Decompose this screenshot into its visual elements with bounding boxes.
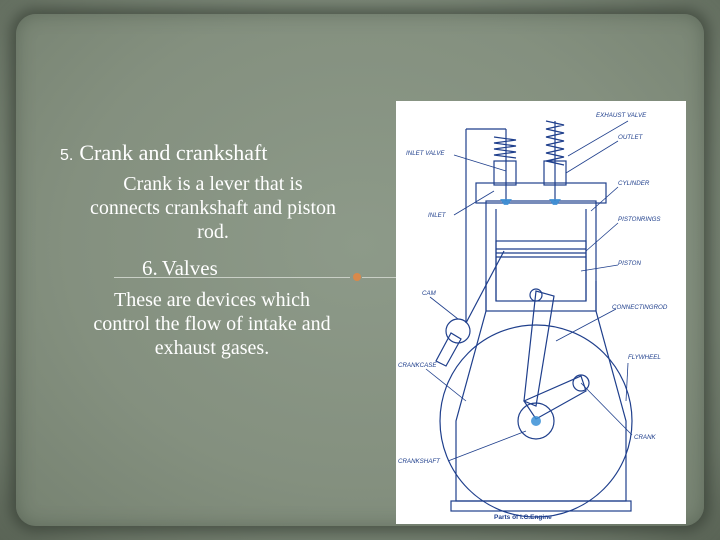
- inlet-valve-head: [500, 199, 512, 205]
- label-cam: CAM: [422, 290, 437, 297]
- label-crank: CRANK: [634, 434, 657, 441]
- flywheel-circle: [439, 324, 633, 518]
- label-connecting-rod: CONNECTINGROD: [612, 304, 668, 311]
- item-5-title: Crank and crankshaft: [79, 140, 268, 165]
- engine-diagram: EXHAUST VALVE OUTLET INLET VALVE CYLINDE…: [396, 101, 686, 524]
- item-5-number: 5.: [60, 147, 74, 164]
- diagram-caption: Parts of I.C.Engine: [494, 514, 552, 521]
- cylinder-head: [475, 182, 607, 204]
- piston-outline: [495, 240, 587, 302]
- item-5-description: Crank is a lever that is connects cranks…: [89, 173, 337, 243]
- item-6-title: Valves: [161, 256, 218, 280]
- item-6-description: These are devices which control the flow…: [93, 289, 331, 359]
- label-outlet: OUTLET: [618, 134, 644, 141]
- crank-arm: [523, 375, 587, 420]
- label-inlet-valve: INLET VALVE: [406, 150, 445, 157]
- inlet-spring: [493, 136, 517, 159]
- divider-line: [114, 277, 350, 278]
- crankshaft-circle: [517, 402, 555, 440]
- connecting-rod: [523, 290, 555, 407]
- item-5-heading: 5. Crank and crankshaft: [60, 140, 268, 166]
- label-crankcase: CRANKCASE: [398, 362, 437, 369]
- divider-dot: [353, 273, 361, 281]
- label-flywheel: FLYWHEEL: [628, 354, 661, 361]
- label-piston: PISTON: [618, 260, 641, 267]
- inlet-port: [493, 160, 517, 186]
- cylinder-outline: [485, 200, 597, 312]
- divider-line-right: [362, 277, 398, 278]
- label-exhaust-valve: EXHAUST VALVE: [596, 112, 647, 119]
- label-crankshaft: CRANKSHAFT: [398, 458, 441, 465]
- item-6-heading: 6.Valves: [142, 256, 218, 281]
- crankcase-outline: [455, 281, 627, 502]
- label-piston-rings: PISTONRINGS: [618, 216, 661, 223]
- item-6-number: 6.: [142, 256, 158, 280]
- engine-diagram-svg: EXHAUST VALVE OUTLET INLET VALVE CYLINDE…: [398, 112, 668, 521]
- exhaust-valve-head: [549, 199, 561, 205]
- label-inlet: INLET: [428, 212, 447, 219]
- label-cylinder: CYLINDER: [618, 180, 650, 187]
